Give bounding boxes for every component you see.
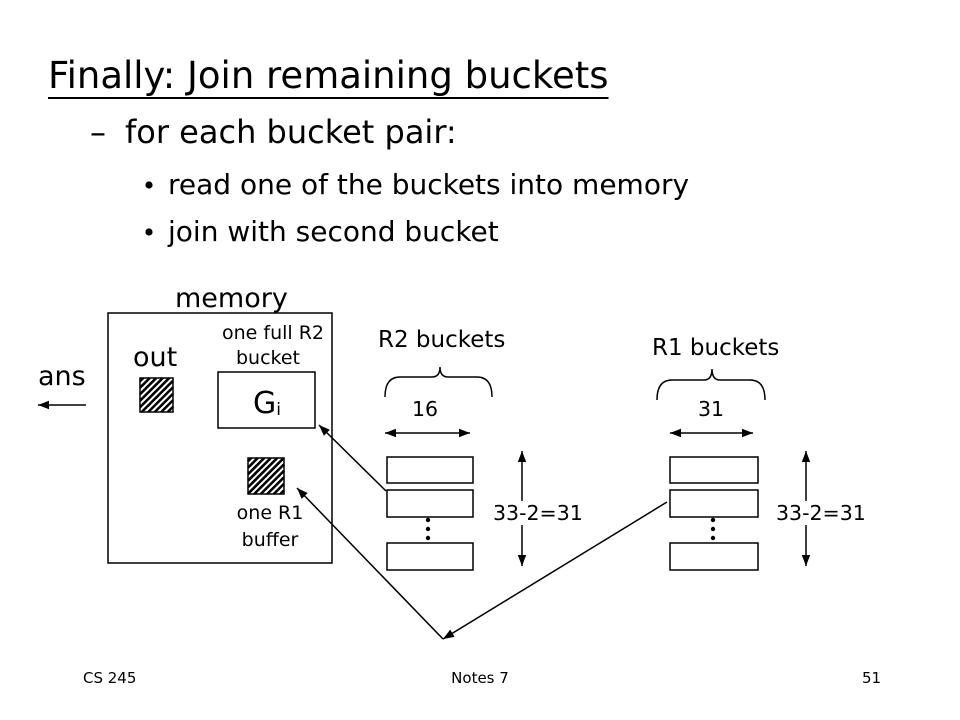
bullet-text: join with second bucket (167, 215, 499, 248)
r1-height-label-bg (774, 501, 868, 525)
bullet-dot (145, 228, 153, 236)
ellipsis-dot (425, 517, 431, 523)
hatch-line (147, 386, 174, 413)
ellipsis-dot (425, 535, 431, 541)
r1-bucket-box (669, 542, 759, 571)
r1-bucket-down-arrow-head (443, 629, 455, 639)
subpoint-text: for each bucket pair: (125, 113, 457, 151)
slide-footer: CS 245 Notes 7 51 (83, 669, 881, 687)
r1-to-buffer-arrow (296, 487, 444, 640)
hatch-line (247, 457, 272, 482)
r1-height-arrow-head (801, 555, 811, 566)
gi-subscript: i (276, 400, 281, 420)
r1-height-arrow-tail-head (801, 451, 811, 462)
hatch-line (253, 463, 285, 495)
r1-width-arrow-head (742, 428, 753, 438)
footer-page-number: 51 (862, 669, 881, 687)
gi-main: G (253, 386, 276, 421)
r2-bucket-box (386, 489, 474, 518)
r2-to-gi-arrow (318, 424, 387, 492)
r2-width-arrow-tail-head (385, 428, 396, 438)
r2-height-arrow-tail-head (517, 451, 527, 462)
ellipsis-dot (710, 517, 716, 523)
r1-note-line2: buffer (242, 529, 299, 551)
hatch-line (166, 405, 174, 413)
r1-bucket-box (669, 489, 759, 518)
hatch-line (139, 377, 151, 389)
ellipsis-dot (710, 526, 716, 532)
r1-bucket-down-arrow (442, 501, 668, 640)
hatch-line (266, 476, 285, 495)
r2-note-line1: one full R2 (222, 322, 324, 344)
r1-to-buffer-arrow-head (297, 488, 308, 499)
r1-bucket-box (669, 456, 759, 484)
hatch-line (153, 392, 174, 413)
r2-height-arrow-head (517, 555, 527, 566)
out-label: out (133, 342, 177, 373)
r1-brace (656, 368, 766, 401)
slide-header: Finally: Join remaining buckets – for ea… (48, 54, 689, 248)
r2-bucket-box (386, 542, 474, 571)
r1-note-line1: one R1 (237, 502, 304, 524)
hatch-line (247, 457, 259, 469)
memory-label: memory (175, 283, 288, 314)
hatch-line (247, 457, 266, 476)
hatch-line (140, 379, 174, 413)
r1-width-arrow-tail-head (670, 428, 681, 438)
hatch-line (139, 377, 171, 409)
out-buffer (139, 377, 174, 413)
r1-buckets: R1 buckets 31 33-2=31 (652, 335, 868, 571)
bullet-text: read one of the buckets into memory (168, 168, 689, 201)
r2-buckets: R2 buckets 16 33-2=31 (378, 327, 585, 571)
memory-diagram: memory out ans one full R2 bucket Gi one… (38, 283, 333, 564)
flow-arrows (296, 424, 668, 640)
r1-height-label: 33-2=31 (776, 501, 866, 525)
ellipsis-dot (710, 535, 716, 541)
r2-height-label: 33-2=31 (493, 501, 583, 525)
r2-to-gi-arrow-head (319, 425, 330, 436)
r1-count: 31 (698, 397, 724, 421)
hatch-line (247, 457, 285, 495)
r2-width-arrow-head (459, 428, 470, 438)
r1-buffer (247, 457, 285, 495)
gi-label: Gi (253, 386, 281, 421)
r2-note-line2: bucket (236, 347, 300, 369)
r1-width-arrow-group (670, 428, 753, 438)
out-buffer-box (139, 377, 174, 413)
hatch-line (259, 469, 285, 495)
hatch-line (139, 377, 164, 402)
hatch-line (247, 457, 279, 489)
bullet-dot (145, 181, 153, 189)
r2-bucket-box (386, 456, 474, 484)
hatch-line (272, 482, 285, 495)
subpoint-dash: – (90, 113, 106, 151)
footer-notes: Notes 7 (451, 669, 509, 687)
r1-buffer-box (247, 457, 285, 495)
ellipsis-dot (425, 526, 431, 532)
hatch-line (160, 399, 174, 413)
slide-title: Finally: Join remaining buckets (48, 54, 609, 97)
r2-width-arrow-group (385, 428, 470, 438)
r2-buckets-label: R2 buckets (378, 327, 505, 353)
hatch-line (139, 377, 158, 396)
ans-label: ans (38, 361, 86, 392)
footer-course: CS 245 (83, 669, 136, 687)
gi-box (217, 371, 316, 429)
ans-arrow-head (38, 400, 49, 410)
r1-buckets-label: R1 buckets (652, 335, 779, 361)
ans-arrow-group (38, 400, 86, 410)
r2-brace (384, 366, 493, 398)
r2-height-label-bg (491, 501, 585, 525)
r2-count: 16 (412, 397, 438, 421)
